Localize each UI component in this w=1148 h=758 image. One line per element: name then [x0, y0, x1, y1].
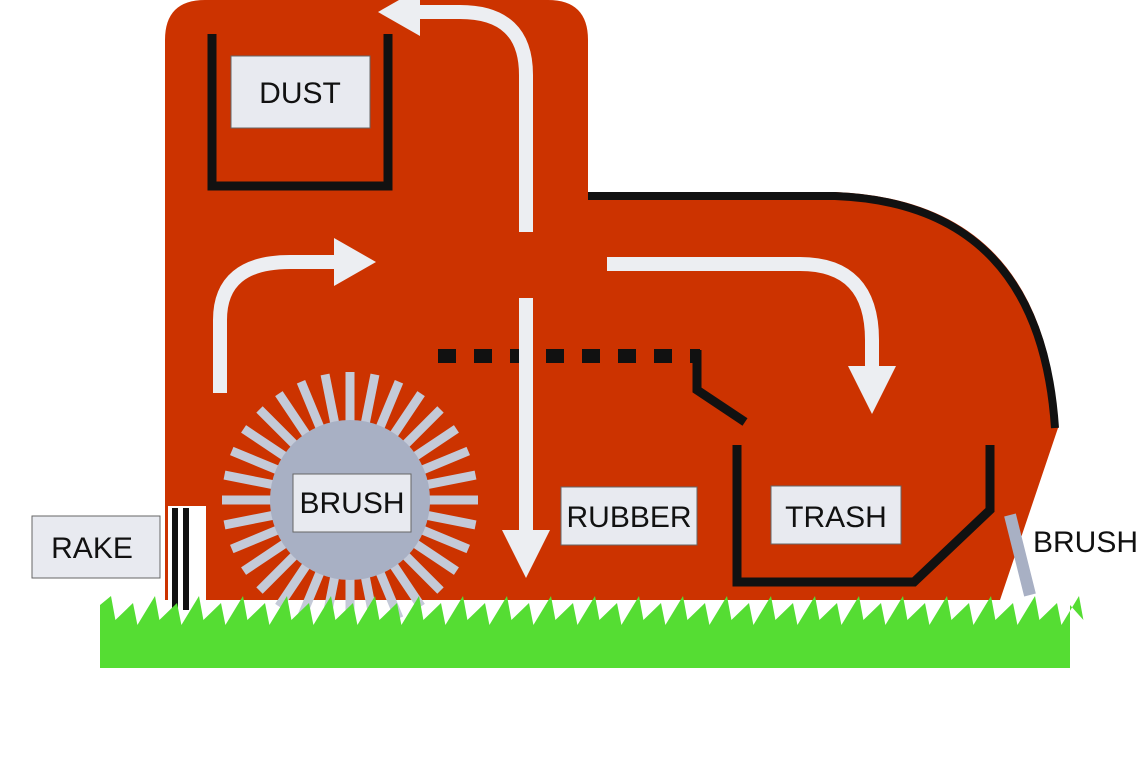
rake-bars	[168, 506, 206, 610]
arrow-head-right	[334, 238, 376, 286]
dust-compartment-wall	[207, 34, 393, 191]
airflow-arrow-lower-left	[213, 255, 338, 393]
svg-text:DUST: DUST	[259, 77, 341, 110]
label-brush-center: BRUSH	[292, 473, 412, 533]
airflow-arrows	[213, 5, 879, 535]
svg-text:RUBBER: RUBBER	[566, 501, 691, 534]
side-brush-stick	[1004, 513, 1036, 597]
airflow-arrow-right	[607, 257, 879, 370]
svg-text:RAKE: RAKE	[51, 532, 133, 565]
svg-text:BRUSH: BRUSH	[299, 487, 404, 520]
label-dust: DUST	[230, 55, 371, 129]
arrow-heads	[334, 0, 896, 578]
label-trash: TRASH	[770, 485, 902, 545]
arrow-head-down	[502, 530, 550, 578]
arrow-head-left	[378, 0, 420, 36]
svg-text:BRUSH: BRUSH	[1033, 526, 1138, 559]
hood-outline	[588, 192, 1059, 429]
label-brush-side: BRUSH	[1033, 526, 1138, 559]
trash-bin-wall	[732, 445, 995, 587]
arrow-head-down-right	[848, 366, 896, 414]
grass	[100, 596, 1084, 668]
label-rubber: RUBBER	[560, 486, 698, 546]
svg-text:TRASH: TRASH	[785, 501, 887, 534]
label-rake: RAKE	[31, 515, 161, 579]
deflector-wall	[692, 350, 748, 426]
airflow-arrow-top	[418, 5, 533, 232]
